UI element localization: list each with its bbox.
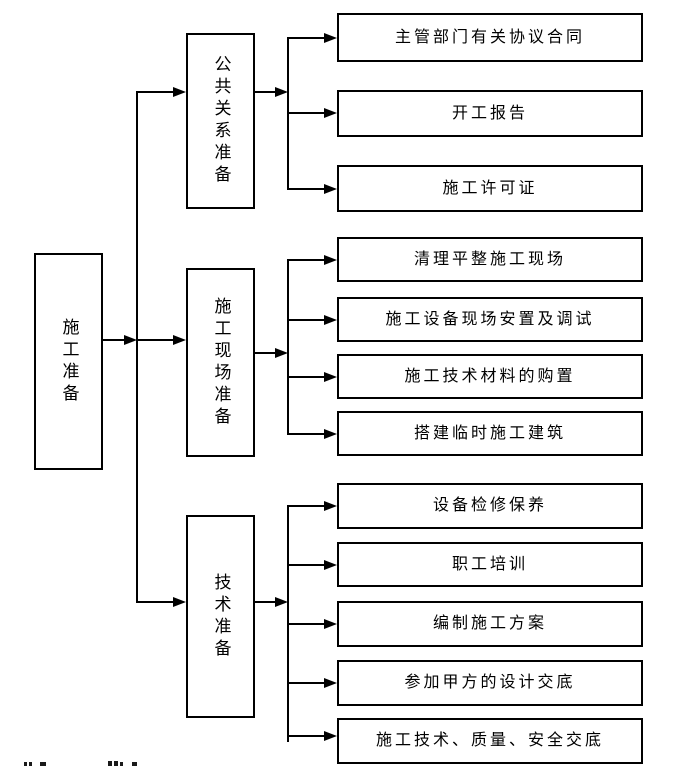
connector-line xyxy=(288,376,325,378)
branch-box-public-relations: 公共关系准备 xyxy=(186,33,255,209)
connector-line xyxy=(288,682,325,684)
leaf-box: 设备检修保养 xyxy=(337,483,643,529)
leaf-label: 施工设备现场安置及调试 xyxy=(385,310,595,328)
branch-box-technical-preparation: 技术准备 xyxy=(186,515,255,718)
arrow-head-icon xyxy=(275,87,288,97)
branch-label: 施工现场准备 xyxy=(211,296,231,429)
cutoff-text-fragment xyxy=(29,762,32,766)
connector-line xyxy=(288,505,325,507)
connector-line xyxy=(137,601,174,603)
leaf-box: 施工技术材料的购置 xyxy=(337,354,643,399)
cutoff-text-fragment xyxy=(114,761,118,766)
leaf-box: 职工培训 xyxy=(337,542,643,587)
branch-box-site-preparation: 施工现场准备 xyxy=(186,268,255,457)
connector-line xyxy=(137,91,174,93)
root-box-construction-preparation: 施工准备 xyxy=(34,253,103,470)
branch-label: 技术准备 xyxy=(211,572,231,661)
leaf-label: 施工技术、质量、安全交底 xyxy=(375,732,604,750)
leaf-box: 主管部门有关协议合同 xyxy=(337,13,643,62)
connector-line xyxy=(288,112,325,114)
cutoff-text-fragment xyxy=(120,762,123,766)
arrow-head-icon xyxy=(324,501,337,511)
arrow-head-icon xyxy=(324,678,337,688)
leaf-label: 清理平整施工现场 xyxy=(413,250,566,268)
spine-line xyxy=(287,259,289,435)
leaf-label: 设备检修保养 xyxy=(432,497,547,515)
connector-line xyxy=(288,37,325,39)
arrow-head-icon xyxy=(124,335,137,345)
arrow-head-icon xyxy=(324,33,337,43)
arrow-head-icon xyxy=(275,348,288,358)
leaf-label: 开工报告 xyxy=(451,104,528,122)
leaf-label: 搭建临时施工建筑 xyxy=(413,424,566,442)
arrow-head-icon xyxy=(324,372,337,382)
arrow-head-icon xyxy=(173,597,186,607)
cutoff-text-fragment xyxy=(108,761,112,766)
arrow-head-icon xyxy=(324,731,337,741)
arrow-head-icon xyxy=(173,87,186,97)
connector-line xyxy=(288,259,325,261)
leaf-box: 参加甲方的设计交底 xyxy=(337,660,643,706)
connector-line xyxy=(255,91,276,93)
leaf-box: 施工许可证 xyxy=(337,165,643,212)
connector-line xyxy=(288,319,325,321)
connector-line xyxy=(288,623,325,625)
leaf-box: 清理平整施工现场 xyxy=(337,237,643,282)
arrow-head-icon xyxy=(324,619,337,629)
leaf-label: 编制施工方案 xyxy=(432,615,547,633)
connector-line xyxy=(288,433,325,435)
leaf-box: 搭建临时施工建筑 xyxy=(337,411,643,456)
connector-line xyxy=(137,339,174,341)
arrow-head-icon xyxy=(173,335,186,345)
leaf-label: 施工许可证 xyxy=(442,179,538,197)
connector-line xyxy=(288,188,325,190)
leaf-label: 主管部门有关协议合同 xyxy=(394,28,585,46)
leaf-box: 施工设备现场安置及调试 xyxy=(337,297,643,342)
cutoff-text-fragment xyxy=(40,762,46,766)
connector-line xyxy=(255,352,276,354)
arrow-head-icon xyxy=(324,255,337,265)
connector-line xyxy=(255,601,276,603)
arrow-head-icon xyxy=(324,184,337,194)
branch-label: 公共关系准备 xyxy=(211,55,231,187)
leaf-label: 参加甲方的设计交底 xyxy=(404,674,576,692)
arrow-head-icon xyxy=(324,108,337,118)
leaf-label: 施工技术材料的购置 xyxy=(404,367,576,385)
leaf-box: 编制施工方案 xyxy=(337,601,643,647)
arrow-head-icon xyxy=(324,315,337,325)
leaf-box: 开工报告 xyxy=(337,90,643,137)
trunk-line xyxy=(136,91,138,603)
cutoff-text-fragment xyxy=(24,762,27,766)
root-label: 施工准备 xyxy=(59,317,79,406)
connector-line xyxy=(103,339,125,341)
leaf-box: 施工技术、质量、安全交底 xyxy=(337,718,643,764)
cutoff-text-fragment xyxy=(132,762,137,766)
arrow-head-icon xyxy=(324,429,337,439)
connector-line xyxy=(288,564,325,566)
connector-line xyxy=(288,735,325,737)
arrow-head-icon xyxy=(275,597,288,607)
arrow-head-icon xyxy=(324,560,337,570)
leaf-label: 职工培训 xyxy=(451,555,528,573)
